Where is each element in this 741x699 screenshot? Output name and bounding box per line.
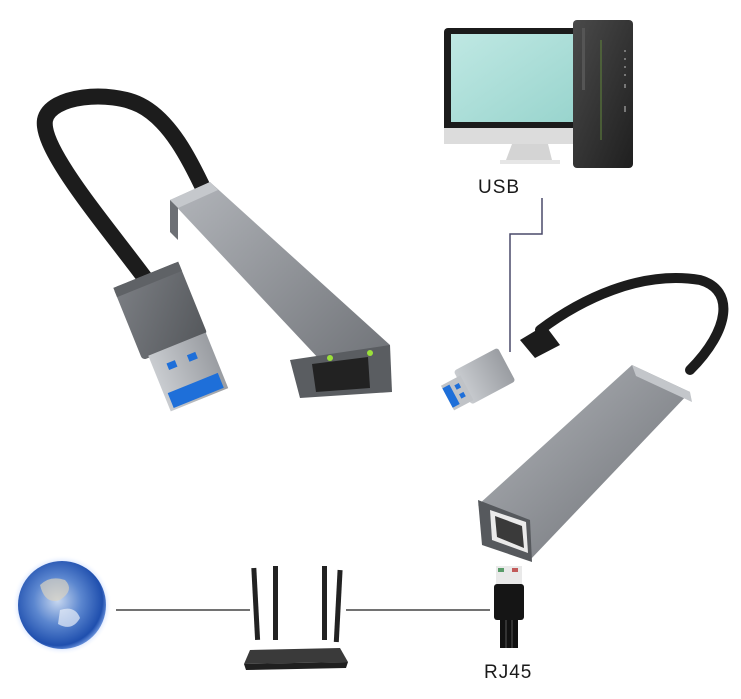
monitor-screen (451, 34, 579, 122)
internet-globe (12, 555, 112, 655)
adapter-usb-plug (440, 348, 515, 411)
adapter-body (478, 365, 690, 560)
adapter-cable (535, 273, 729, 375)
computer (444, 20, 633, 168)
hero-cable (36, 88, 213, 293)
hero-adapter (36, 88, 392, 412)
led-left-icon (327, 355, 333, 361)
rj45-plug (494, 566, 524, 648)
usb-leader-line (509, 198, 543, 352)
router (244, 566, 348, 670)
hero-adapter-body (170, 182, 390, 392)
adapter (440, 273, 729, 562)
monitor-stand (506, 144, 552, 160)
led-right-icon (367, 350, 373, 356)
rj45-label: RJ45 (484, 662, 533, 683)
monitor-chin (444, 128, 584, 144)
hero-usb-plug (113, 261, 229, 412)
hero-rj45-port (312, 357, 370, 392)
usb-label: USB (478, 177, 521, 198)
router-body (244, 648, 348, 664)
pc-tower (573, 20, 633, 168)
